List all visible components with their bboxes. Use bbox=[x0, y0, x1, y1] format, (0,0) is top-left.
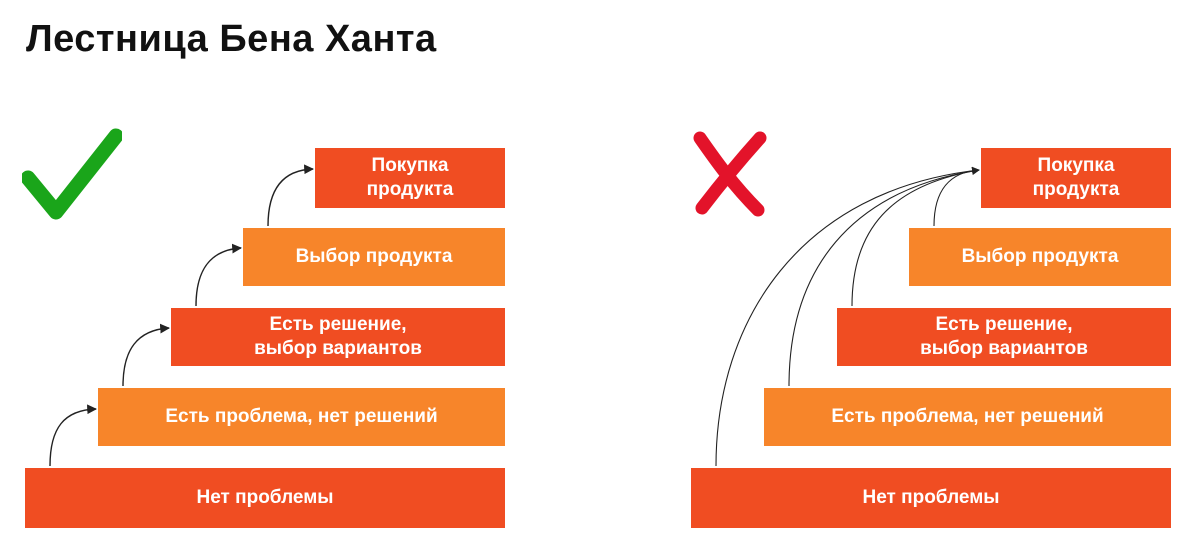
step-solution-options: Есть решение, выбор вариантов bbox=[171, 308, 505, 366]
step-label: Есть проблема, нет решений bbox=[165, 406, 438, 427]
step-solution-options: Есть решение, выбор вариантов bbox=[837, 308, 1171, 366]
step-label: Есть проблема, нет решений bbox=[831, 406, 1104, 427]
step-label: Выбор продукта bbox=[961, 246, 1119, 267]
step-label: Покупка продукта bbox=[366, 155, 454, 200]
step-label: Нет проблемы bbox=[196, 487, 334, 508]
step-purchase: Покупка продукта bbox=[315, 148, 505, 208]
check-mark-icon bbox=[22, 128, 122, 220]
step-product-choice: Выбор продукта bbox=[243, 228, 505, 286]
arrow-jump-from-step-4 bbox=[933, 166, 980, 227]
step-label: Нет проблемы bbox=[862, 487, 1000, 508]
cross-mark-icon bbox=[693, 131, 767, 217]
step-label: Покупка продукта bbox=[1032, 155, 1120, 200]
step-purchase: Покупка продукта bbox=[981, 148, 1171, 208]
step-label: Выбор продукта bbox=[295, 246, 453, 267]
step-label: Есть решение, выбор вариантов bbox=[920, 314, 1088, 359]
step-product-choice: Выбор продукта bbox=[909, 228, 1171, 286]
step-problem-no-solution: Есть проблема, нет решений bbox=[764, 388, 1171, 446]
wrong-ladder-panel: Нет проблемы Есть проблема, нет решений … bbox=[691, 131, 1171, 528]
step-problem-no-solution: Есть проблема, нет решений bbox=[98, 388, 505, 446]
step-no-problem: Нет проблемы bbox=[25, 468, 505, 528]
step-label: Есть решение, выбор вариантов bbox=[254, 314, 422, 359]
step-no-problem: Нет проблемы bbox=[691, 468, 1171, 528]
page-title: Лестница Бена Ханта bbox=[26, 18, 437, 60]
correct-ladder-panel: Нет проблемы Есть проблема, нет решений … bbox=[22, 128, 505, 528]
